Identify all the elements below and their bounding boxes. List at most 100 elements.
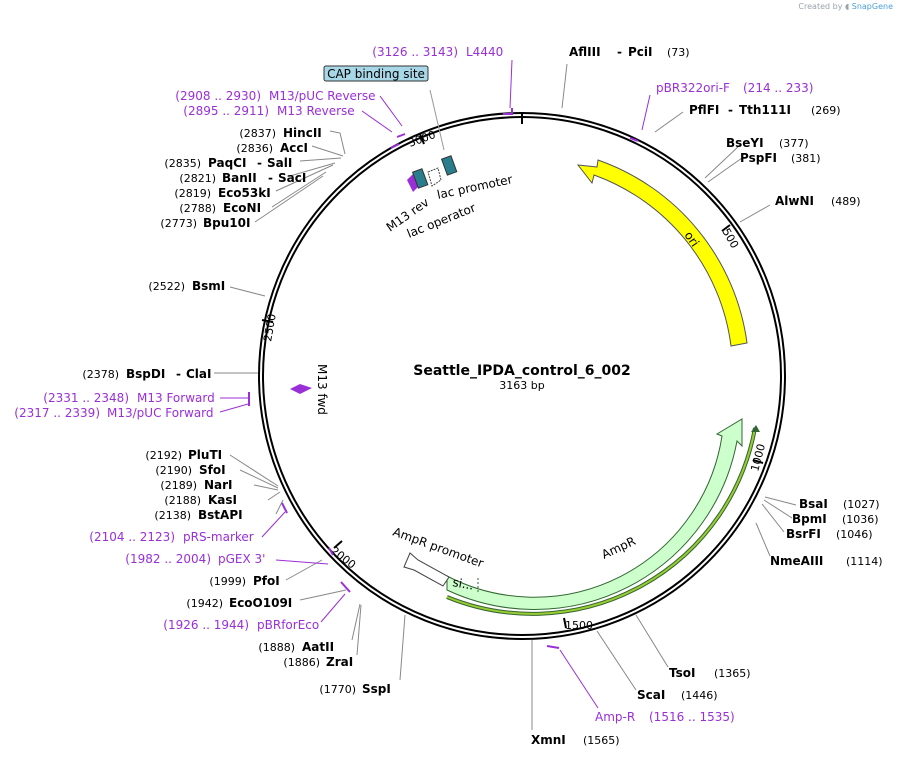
leader-l4440 [509,59,513,109]
site-label-banII[interactable]: (2821) BanII - SacI [179,171,306,185]
lac-operator-box [411,168,429,189]
tick-mark-1000 [752,459,764,464]
site-pos: (2836) [236,142,273,155]
site-label-alwNI[interactable]: AlwNI (489) [775,194,861,208]
ori-arrow [576,159,748,347]
ampr-promoter-arrow [403,552,450,587]
site-label-eco53kI[interactable]: (2819) Eco53kI [174,186,270,200]
site-pos: (2788) [179,202,216,215]
leader-aflIII [561,63,568,109]
ampr-promoter-feature[interactable]: AmpR promoter [391,525,485,587]
snapgene-credit: Created by ◖ SnapGene [798,2,893,11]
leader-pgex [275,559,329,565]
primer-label-pbr322ori[interactable]: pBR322ori-F (214 .. 233) [656,81,813,95]
site-label-sfoI[interactable]: (2190) SfoI [155,463,225,477]
primer-range: (1982 .. 2004) [125,552,211,566]
leader-pbr322ori [641,94,651,131]
primer-label-m13-puc-fwd[interactable]: (2317 .. 2339) M13/pUC Forward [14,406,213,420]
m13-rev-arrow [407,173,420,192]
site-label-hincII[interactable]: (2837) HincII [239,126,321,140]
site-name-2: SacI [278,171,306,185]
cap-site-box [440,155,458,176]
site-label-ecoO109I[interactable]: (1942) EcoO109I [186,596,292,610]
site-pos: (1046) [836,528,873,541]
site-pos: (2378) [82,368,119,381]
site-label-bseYI[interactable]: BseYI (377) [726,136,809,150]
primer-range: (2104 .. 2123) [89,530,175,544]
site-pos: (2522) [148,280,185,293]
leader-bsrFI [761,503,785,533]
leader-bpmI [763,499,793,519]
mark-amp-r [546,645,560,649]
m13-fwd-feature[interactable]: M13 fwd [290,364,329,415]
site-name: NarI [204,478,233,492]
site-name: AatII [302,640,334,654]
primer-range: (2895 .. 2911) [183,104,269,118]
site-label-kasI[interactable]: (2188) KasI [164,493,237,507]
leader-ecoO109I [299,589,347,601]
leader-bsaI [764,496,797,506]
site-label-aatII[interactable]: (1888) AatII [258,640,334,654]
site-label-pluTI[interactable]: (2192) PluTI [145,448,222,462]
primer-label-pbrforeco[interactable]: (1926 .. 1944) pBRforEco [163,618,319,632]
signal-label: si... [451,575,474,592]
tick-marks [261,113,764,629]
tick-mark-3000 [419,133,425,145]
primer-label-amp-r[interactable]: Amp-R (1516 .. 1535) [595,710,735,724]
cap-binding-box [323,65,429,82]
site-name: BspDI [126,367,165,381]
site-label-pflFI[interactable]: PflFI - Tth111I (269) [689,103,841,117]
primer-label-prs-marker[interactable]: (2104 .. 2123) pRS-marker [89,530,253,544]
site-pos: (2190) [155,464,192,477]
ampr-label: AmpR [599,534,637,562]
site-label-aflIII[interactable]: AflIII - PciI (73) [569,45,690,59]
site-label-bsmI[interactable]: (2522) BsmI [148,279,225,293]
primer-label-m13-puc-rev[interactable]: (2908 .. 2930) M13/pUC Reverse [175,89,375,103]
primer-label-pgex[interactable]: (1982 .. 2004) pGEX 3' [125,552,265,566]
site-pos: (2138) [154,509,191,522]
site-pos: (269) [811,104,841,117]
site-label-nmeAIII[interactable]: NmeAIII (1114) [770,554,883,568]
site-pos: (2189) [160,479,197,492]
site-pos: (1565) [583,734,620,747]
cap-binding-site[interactable]: CAP binding site [323,65,445,151]
site-label-bpu10I[interactable]: (2773) Bpu10I [160,216,250,230]
leader-alwNI [739,204,771,223]
site-label-bpmI[interactable]: BpmI (1036) [792,512,879,526]
ampr-arrow [446,418,743,610]
site-label-ecoNI[interactable]: (2788) EcoNI [179,201,261,215]
mark-pgex [328,547,334,556]
site-name: KasI [208,493,237,507]
site-label-tsoI[interactable]: TsoI (1365) [669,666,751,680]
primer-name: L4440 [466,45,503,59]
lac-features[interactable]: M13 rev lac operator lac promoter [384,155,514,241]
primer-name: M13/pUC Reverse [269,89,376,103]
ori-feature[interactable]: ori [576,159,748,347]
site-label-zraI[interactable]: (1886) ZraI [283,655,353,669]
primer-range: (2908 .. 2930) [175,89,261,103]
site-label-pspFI[interactable]: PspFI (381) [740,151,821,165]
primer-label-l4440[interactable]: (3126 .. 3143) L4440 [372,45,503,59]
site-label-pfoI[interactable]: (1999) PfoI [209,574,279,588]
site-pos: (2188) [164,494,201,507]
primer-label-m13-rev[interactable]: (2895 .. 2911) M13 Reverse [183,104,354,118]
site-label-bsrFI[interactable]: BsrFI (1046) [786,527,873,541]
site-label-xmnI[interactable]: XmnI (1565) [531,733,620,747]
leader-zraI [356,604,362,656]
site-name: PaqCI [208,156,246,170]
site-name: PluTI [188,448,222,462]
tick-mark-2500 [261,319,274,323]
site-label-bspDI[interactable]: (2378) BspDI - ClaI [82,367,211,381]
site-label-scaI[interactable]: ScaI (1446) [637,688,718,702]
ampr-feature[interactable]: AmpR si... [446,418,760,616]
site-label-paqCI[interactable]: (2835) PaqCI - SalI [164,156,292,170]
site-label-accI[interactable]: (2836) AccI [236,141,308,155]
site-label-sspI[interactable]: (1770) SspI [319,682,390,696]
mark-pbr322ori [629,137,639,142]
site-label-narI[interactable]: (2189) NarI [160,478,232,492]
primer-label-m13-fwd[interactable]: (2331 .. 2348) M13 Forward [43,391,214,405]
site-label-bstAPI[interactable]: (2138) BstAPI [154,508,242,522]
site-name: Bpu10I [203,216,250,230]
site-label-bsaI[interactable]: BsaI (1027) [799,497,880,511]
tick-mark-500 [721,224,731,232]
